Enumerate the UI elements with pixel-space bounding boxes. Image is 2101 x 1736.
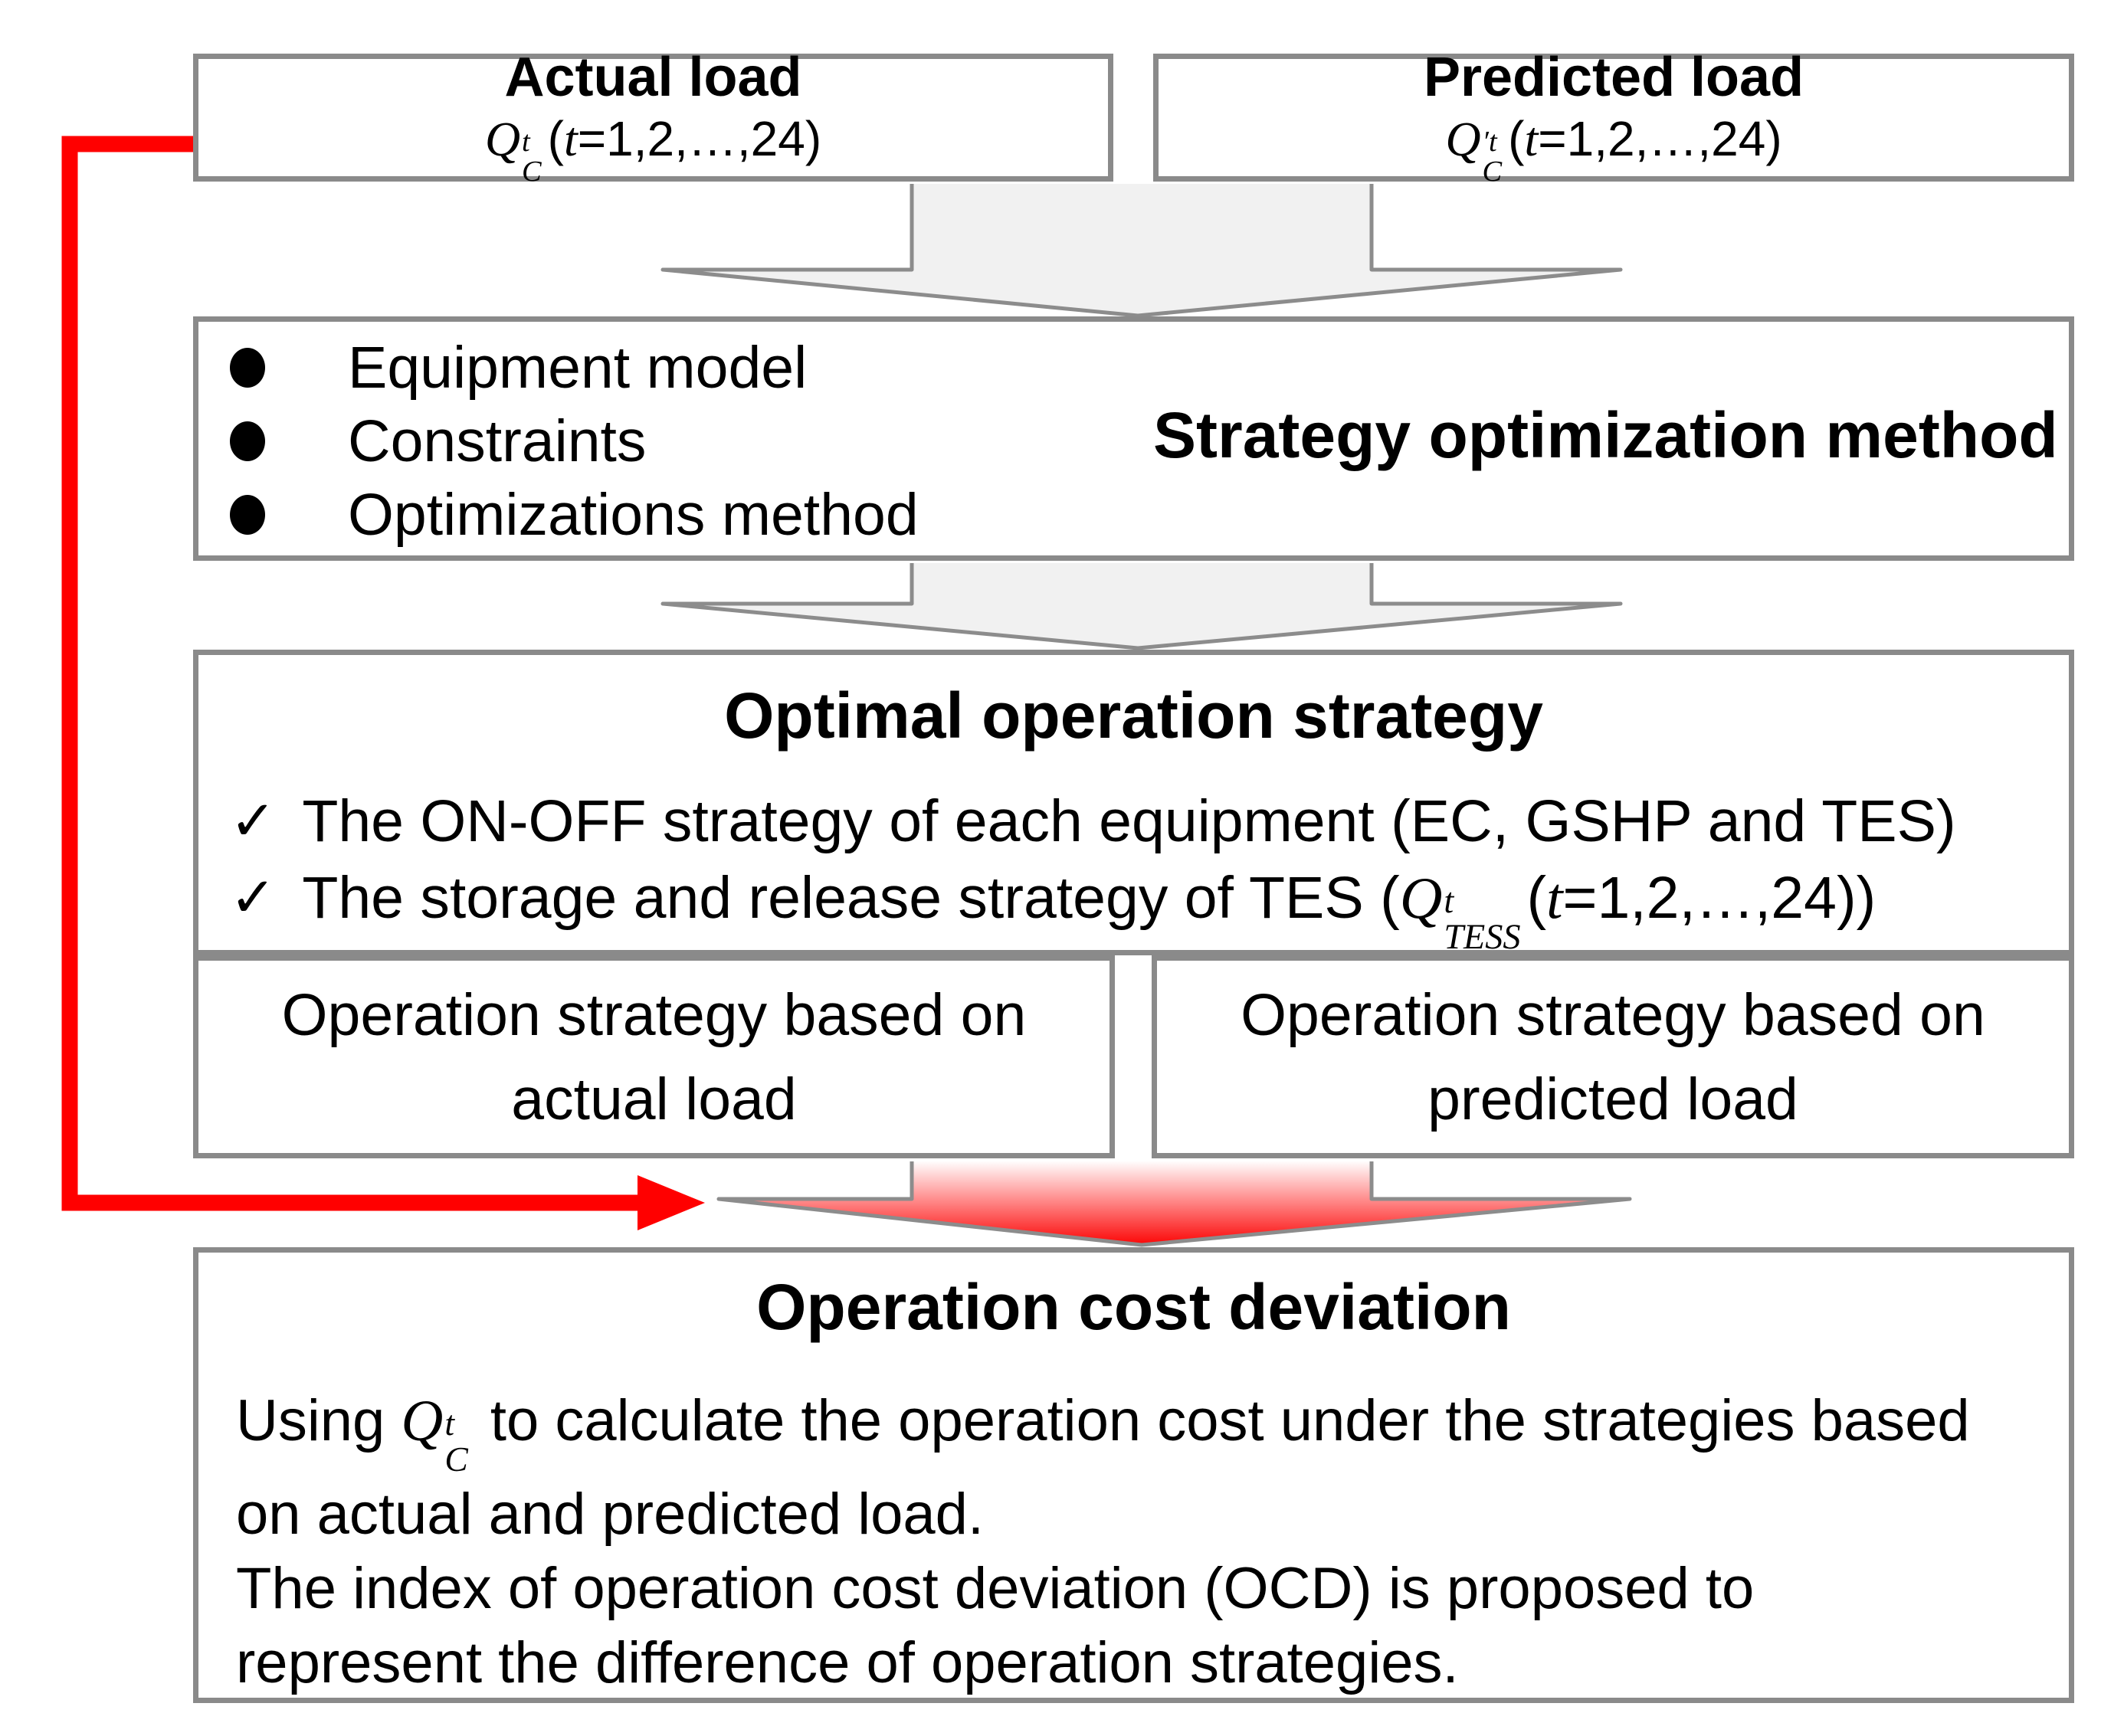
list-item: ✓ The storage and release strategy of TE…: [230, 860, 2053, 955]
paragraph-line: The index of operation cost deviation (O…: [236, 1556, 1755, 1622]
cost-deviation-title: Operation cost deviation: [756, 1271, 1511, 1343]
strategy-actual-box: Operation strategy based on actual load: [193, 955, 1115, 1158]
bullet-label: Equipment model: [348, 334, 808, 401]
paragraph-line: on actual and predicted load.: [236, 1482, 985, 1548]
check-icon: ✓: [230, 791, 277, 852]
math-paren: (: [1508, 110, 1525, 166]
math-sup: t: [522, 125, 530, 158]
down-arrow-icon: [660, 563, 1623, 650]
math-var: t: [1524, 111, 1539, 166]
feedback-arrowhead-icon: [638, 1175, 705, 1230]
list-item: Optimizations method: [230, 478, 919, 552]
check-label: The storage and release strategy of TES …: [302, 860, 1876, 955]
optimal-strategy-list: ✓ The ON-OFF strategy of each equipment …: [230, 783, 2053, 955]
math-sup: t: [1444, 880, 1454, 920]
math-q: Q: [484, 111, 521, 166]
math-sup: t: [444, 1404, 454, 1443]
math-sub: C: [444, 1439, 468, 1479]
strategy-actual-line1: Operation strategy based on: [281, 981, 1027, 1048]
strategy-predicted-box: Operation strategy based on predicted lo…: [1152, 955, 2074, 1158]
optimal-strategy-box: [193, 650, 2074, 955]
check2-pre: The storage and release strategy of TES …: [302, 865, 1400, 931]
bullet-label: Constraints: [348, 408, 647, 474]
strategy-method-label: Strategy optimization method: [1153, 399, 2058, 471]
strategy-actual-line2: actual load: [511, 1066, 797, 1132]
math-sub: C: [1482, 155, 1503, 188]
cost-deviation-box: [193, 1247, 2074, 1703]
math-q: Q: [1445, 111, 1481, 166]
math-sub: TESS: [1444, 917, 1521, 957]
optimal-strategy-title: Optimal operation strategy: [724, 680, 1543, 752]
feedback-arrow-icon: [61, 136, 642, 1211]
strategy-predicted-line1: Operation strategy based on: [1241, 981, 1985, 1048]
math-q: Q: [401, 1389, 444, 1453]
math-rest: =1,2,…,24): [1538, 110, 1782, 166]
line1-pre: Using: [236, 1388, 402, 1453]
list-item: ✓ The ON-OFF strategy of each equipment …: [230, 783, 2053, 860]
strategy-method-box: [193, 316, 2074, 561]
math-sup: ′t: [1482, 125, 1497, 158]
list-item: Equipment model: [230, 331, 919, 405]
bullet-icon: [230, 348, 265, 388]
math-sub: C: [522, 155, 542, 188]
math-var: t: [563, 111, 578, 166]
paragraph-line: represent the difference of operation st…: [236, 1630, 1459, 1696]
line1-post: to calculate the operation cost under th…: [474, 1388, 1970, 1453]
math-q: Q: [1399, 865, 1443, 931]
method-bullet-list: Equipment model Constraints Optimization…: [230, 331, 919, 552]
list-item: Constraints: [230, 405, 919, 478]
check-icon: ✓: [230, 867, 277, 929]
bullet-icon: [230, 495, 265, 535]
actual-load-title: Actual load: [504, 46, 802, 108]
math-rest: =1,2,…,24): [577, 110, 822, 166]
strategy-predicted-line2: predicted load: [1427, 1066, 1798, 1132]
down-arrow-icon: [660, 184, 1623, 318]
bullet-icon: [230, 421, 265, 461]
math-rest: =1,2,…,24)): [1562, 865, 1876, 931]
check-label: The ON-OFF strategy of each equipment (E…: [302, 788, 1956, 854]
red-down-arrow-icon: [716, 1161, 1632, 1247]
math-paren: (: [1526, 865, 1547, 931]
math-paren: (: [547, 110, 564, 166]
bullet-label: Optimizations method: [348, 481, 919, 548]
math-var: t: [1546, 865, 1563, 931]
predicted-load-title: Predicted load: [1423, 46, 1804, 108]
